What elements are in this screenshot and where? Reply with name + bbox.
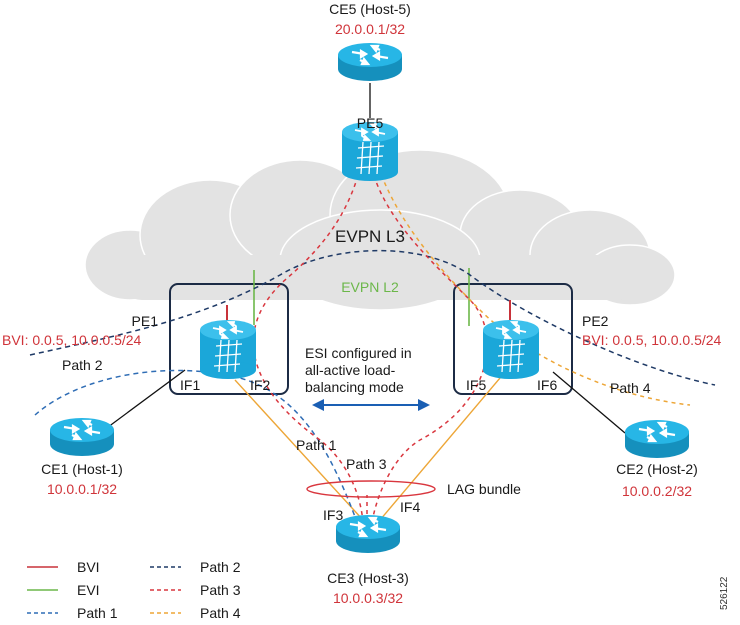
ce5-name: CE5 (Host-5) — [329, 1, 411, 17]
esi-note-line1: ESI configured in — [305, 345, 412, 361]
if5-label: IF5 — [466, 377, 486, 393]
legend: BVI EVI Path 1 Path 2 Path 3 Path 4 — [27, 559, 241, 621]
pe2-box — [453, 283, 573, 395]
ce2-ip: 10.0.0.2/32 — [622, 483, 692, 499]
pe5-name: PE5 — [357, 115, 384, 131]
pe2-router-icon — [482, 319, 540, 380]
ce1-name: CE1 (Host-1) — [41, 461, 123, 477]
if1-label: IF1 — [180, 377, 200, 393]
path2-line — [29, 249, 716, 386]
ce1-pe1-link — [99, 369, 186, 434]
legend-bvi-label: BVI — [77, 559, 100, 575]
path2-label: Path 2 — [62, 357, 103, 373]
legend-path2-label: Path 2 — [200, 559, 241, 575]
ce5-ip: 20.0.0.1/32 — [335, 21, 405, 37]
pe2-name: PE2 — [582, 313, 609, 329]
evpn-l3-label: EVPN L3 — [335, 227, 405, 246]
ce1-ip: 10.0.0.1/32 — [47, 481, 117, 497]
lag-bundle-ellipse — [306, 480, 436, 498]
figure-id: 526122 — [719, 576, 730, 610]
pe1-router-icon — [199, 319, 257, 380]
path4-label: Path 4 — [610, 380, 651, 396]
legend-path3-label: Path 3 — [200, 582, 241, 598]
if4-label: IF4 — [400, 499, 420, 515]
pe1-name: PE1 — [132, 313, 159, 329]
path4-line — [375, 159, 691, 406]
ce2-name: CE2 (Host-2) — [616, 461, 698, 477]
path3-line-right — [369, 159, 488, 523]
lag-link-if5-if4 — [379, 377, 501, 521]
ce3-router-icon — [334, 513, 402, 555]
ce3-ip: 10.0.0.3/32 — [333, 590, 403, 606]
if6-label: IF6 — [537, 377, 557, 393]
path3-label: Path 3 — [346, 456, 387, 472]
legend-path4-label: Path 4 — [200, 605, 241, 621]
legend-path1-label: Path 1 — [77, 605, 118, 621]
ce5-router-icon — [336, 41, 404, 83]
ce3-name: CE3 (Host-3) — [327, 570, 409, 586]
pe1-bvi-address: BVI: 0.0.5, 10.0.0.5/24 — [2, 332, 142, 348]
esi-note-line2: all-active load- — [305, 362, 396, 378]
ce1-router-icon — [48, 416, 116, 458]
ce2-router-icon — [623, 418, 691, 460]
lag-bundle-label: LAG bundle — [447, 481, 521, 497]
pe1-box — [169, 283, 289, 395]
path1-label: Path 1 — [296, 437, 337, 453]
evpn-cloud — [84, 149, 676, 311]
ce2-pe2-link — [552, 371, 626, 434]
esi-note-line3: balancing mode — [305, 379, 404, 395]
if2-label: IF2 — [250, 377, 270, 393]
if3-label: IF3 — [323, 507, 343, 523]
legend-evi-label: EVI — [77, 582, 100, 598]
evpn-l2-label: EVPN L2 — [341, 279, 399, 295]
pe2-bvi-address: BVI: 0.0.5, 10.0.0.5/24 — [582, 332, 722, 348]
esi-double-arrow — [312, 399, 430, 411]
